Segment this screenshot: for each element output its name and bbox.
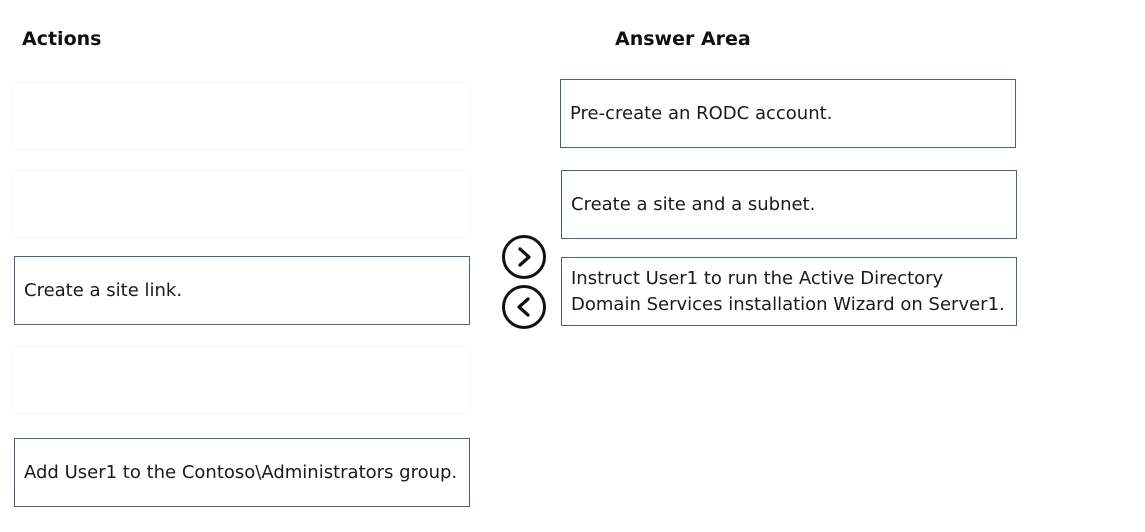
actions-slot-4[interactable]: [12, 346, 470, 414]
action-add-user-to-admins[interactable]: Add User1 to the Contoso\Administrators …: [14, 438, 470, 507]
answer-label: Create a site and a subnet.: [571, 193, 816, 215]
move-left-button[interactable]: [502, 285, 546, 329]
chevron-right-circle-icon: [518, 247, 531, 267]
answer-pre-create-rodc[interactable]: Pre-create an RODC account.: [560, 79, 1016, 148]
action-create-site-link[interactable]: Create a site link.: [14, 256, 470, 325]
answer-create-site-subnet[interactable]: Create a site and a subnet.: [561, 170, 1017, 239]
actions-slot-1[interactable]: [12, 82, 470, 150]
actions-heading: Actions: [22, 28, 102, 50]
action-label: Add User1 to the Contoso\Administrators …: [24, 461, 458, 483]
answer-label: Instruct User1 to run the Active Directo…: [571, 267, 1005, 315]
answer-run-adds-wizard[interactable]: Instruct User1 to run the Active Directo…: [561, 257, 1017, 326]
chevron-left-circle-icon: [517, 297, 530, 317]
answer-label: Pre-create an RODC account.: [570, 102, 833, 124]
answer-area-heading: Answer Area: [615, 28, 751, 50]
actions-slot-2[interactable]: [12, 170, 470, 238]
move-right-button[interactable]: [502, 235, 546, 279]
action-label: Create a site link.: [24, 279, 183, 301]
